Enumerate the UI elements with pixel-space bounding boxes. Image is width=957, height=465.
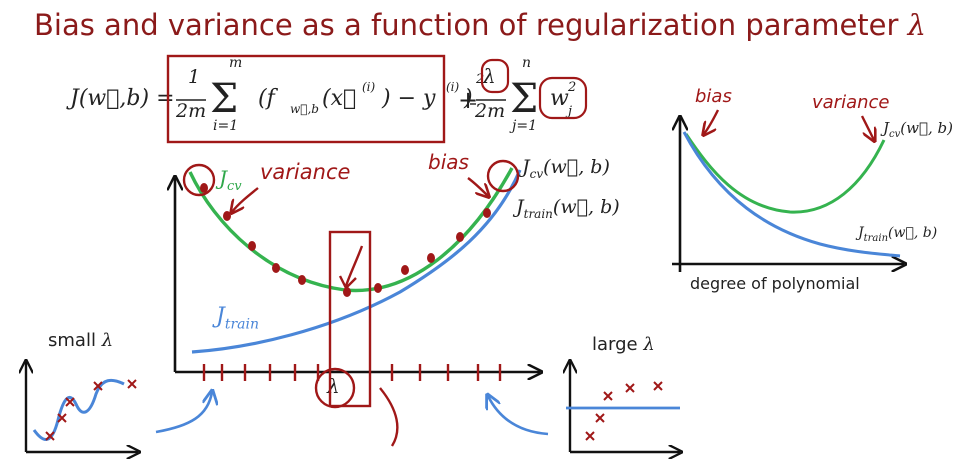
large-lambda-label: large λ [592,334,655,355]
sum2-upper: n [522,55,532,71]
right-jcv-curve [684,133,886,214]
x-superscript: (i) [362,80,376,94]
w-superscript: 2 [568,80,577,95]
variance-annotation: variance [260,160,351,184]
y-superscript: (i) [446,80,460,94]
right-variance-annotation: variance [812,92,890,113]
sum2-lower: j=1 [512,118,537,134]
selection-arrowhead [338,275,357,291]
lambda-axis-label: λ [327,374,340,398]
left-end-circle [182,163,216,197]
w-term: w [550,86,569,111]
square-exponent: 2 [476,72,485,87]
lambda-pointer-stroke [379,387,399,447]
jtrain-right-label: Jtrain(w⃗, b) [516,196,620,221]
large-lambda-pointer [488,396,549,436]
small-panel-overfit-curve [32,378,125,441]
title-text: Bias and variance as a function of regul… [34,8,899,42]
minus-y: ) − y [382,86,436,111]
right-variance-arrow [860,115,874,140]
right-bias-annotation: bias [695,86,732,107]
frac1-denominator: 2m [176,100,207,122]
bias-arrow [467,177,488,196]
right-end-circle [486,159,520,193]
right-jcv-label: Jcv(w⃗, b) [883,119,953,140]
lambda-axis-ticks [202,364,502,381]
sum1-lower: i=1 [213,118,239,134]
plus-sign: + [458,86,479,114]
large-panel-points [585,381,663,441]
error-close: ) [464,86,473,111]
w-subscript: j [568,104,573,119]
sum1-sigma: Σ [210,76,238,122]
equation-lhs: J(w⃗,b) = [70,86,175,111]
right-chart-xlabel: degree of polynomial [690,274,860,293]
slide-title: Bias and variance as a function of regul… [34,8,926,42]
small-lambda-label: small λ [48,330,114,351]
f-subscript: w⃗,b [290,102,319,116]
jtrain-label: Jtrain [216,304,259,333]
sum2-sigma: Σ [510,76,538,122]
error-open: (f [258,86,275,111]
jcv-right-label: Jcv(w⃗, b) [522,156,610,181]
sum1-upper: m [229,55,243,71]
small-panel-points [45,379,137,441]
title-lambda-symbol: λ [907,8,927,42]
frac2-denominator: 2m [475,100,506,122]
cv-points [200,183,491,297]
right-jtrain-label: Jtrain(w⃗, b) [858,225,938,244]
jcv-label: Jcv [219,166,242,194]
frac1-numerator: 1 [188,66,201,88]
small-lambda-pointer [155,392,212,434]
right-bias-arrow [704,109,720,134]
x-term: (x⃗ [322,86,357,111]
frac2-numerator: λ [483,64,496,88]
bias-annotation: bias [428,150,469,174]
selection-down-arrow [344,245,364,287]
